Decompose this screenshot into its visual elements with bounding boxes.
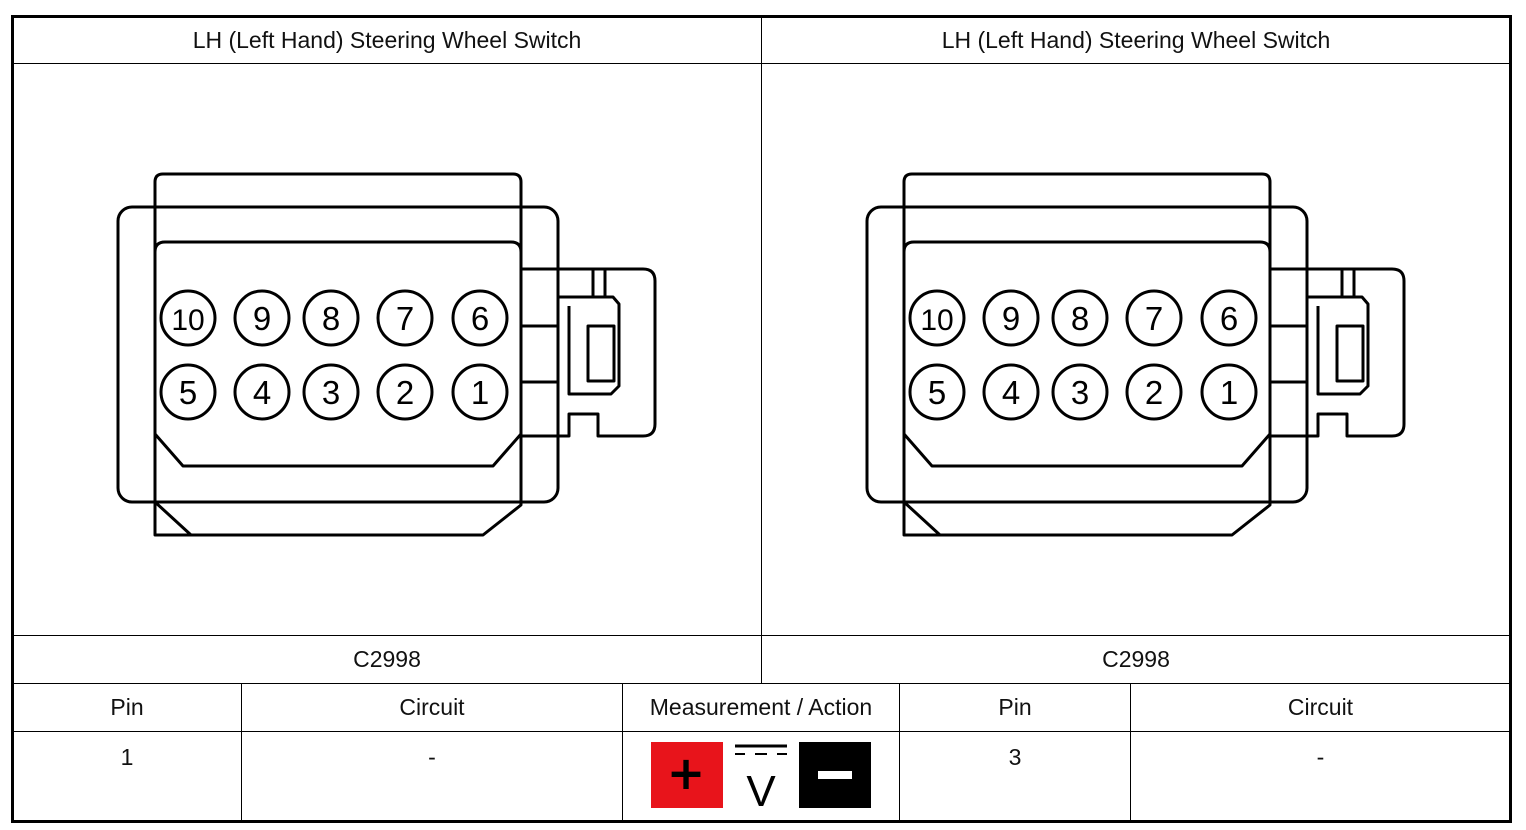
left-connector-id: C2998 [353,646,421,672]
left-connector-latch-tab [521,324,560,384]
right-connector-pin-9-label: 9 [1002,300,1020,337]
right-connector-pin-5-circle [908,363,966,421]
left-connector-pin-10-label: 10 [171,304,204,337]
left-connector-pin-5-circle [159,363,217,421]
right-connector-pin-10-circle [908,289,966,347]
right-connector-pin-2-circle [1125,363,1183,421]
right-connector-title: LH (Left Hand) Steering Wheel Switch [941,26,1331,53]
left-connector-pin-6-label: 6 [471,300,489,337]
col-divider-1 [241,684,242,821]
right-connector-pin-6-label: 6 [1220,300,1238,337]
col-divider-2 [622,684,623,821]
right-connector-pin-1-circle [1200,363,1258,421]
right-connector-pin-6-circle [1200,289,1258,347]
right-connector-pin-3-label: 3 [1071,374,1089,411]
col-divider-3 [899,684,900,821]
left-connector-pin-1-circle [451,363,509,421]
right-connector-pin-7-label: 7 [1145,300,1163,337]
left-connector-shroud [153,172,523,537]
left-connector-pin-6-circle [451,289,509,347]
positive-symbol: + [667,746,706,800]
right-connector-shroud-bevel [902,500,942,537]
left-connector-title: LH (Left Hand) Steering Wheel Switch [192,26,582,53]
cell-circuit-left: - [428,744,436,770]
header-row-divider [13,731,1510,732]
negative-symbol-bar [818,771,852,779]
right-connector-pin-5-label: 5 [928,374,946,411]
left-connector-latch-housing [521,267,657,438]
right-connector-latch-tab [1270,324,1309,384]
left-connector-pin-4-circle [233,363,291,421]
right-connector-pin-4-label: 4 [1002,374,1020,411]
header-measurement: Measurement / Action [649,694,873,720]
left-connector-diagram: 10 9 8 7 6 5 4 3 2 1 [116,172,657,537]
diagram-row-divider [13,635,1510,636]
left-connector-pin-7-label: 7 [396,300,414,337]
right-connector-latch-housing [1270,267,1406,438]
right-connector-latch-arm [1307,295,1370,396]
left-connector-shroud-bevel [153,500,193,537]
left-connector-inner-face [153,240,523,468]
left-connector-pin-8-label: 8 [322,300,340,337]
right-connector-pin-3-circle [1051,363,1109,421]
right-connector-pin-9-circle [982,289,1040,347]
left-connector-pin-8-circle [302,289,360,347]
right-connector-pin-1-label: 1 [1220,374,1238,411]
left-connector-pin-2-label: 2 [396,374,414,411]
right-connector-shroud [902,172,1272,537]
right-connector-outer-shell [865,205,1309,504]
connector-table-frame [11,15,1512,823]
left-connector-pin-9-circle [233,289,291,347]
right-connector-pin-2-label: 2 [1145,374,1163,411]
left-connector-latch-arm [558,295,621,396]
cell-pin-left: 1 [120,744,134,770]
header-circuit-left: Circuit [399,694,465,720]
voltage-symbol: V [746,767,776,810]
left-connector-pin-5-label: 5 [179,374,197,411]
left-connector-pin-3-circle [302,363,360,421]
left-connector-outer-shell [116,205,560,504]
left-connector-pin-4-label: 4 [253,374,271,411]
left-connector-pin-3-label: 3 [322,374,340,411]
title-row-divider [13,63,1510,64]
right-connector-pin-8-circle [1051,289,1109,347]
right-connector-inner-face [902,240,1272,468]
left-connector-pin-2-circle [376,363,434,421]
left-connector-latch-button [586,324,616,383]
cell-circuit-right: - [1316,744,1325,770]
right-connector-diagram: 10 9 8 7 6 5 4 3 2 1 [865,172,1406,537]
col-divider-4 [1130,684,1131,821]
connector-id-row-divider [13,683,1510,684]
left-connector-pin-10-circle [159,289,217,347]
header-pin-right: Pin [998,694,1032,720]
positive-probe-box [651,742,723,808]
header-circuit-right: Circuit [1287,694,1354,720]
right-connector-pin-8-label: 8 [1071,300,1089,337]
header-pin-left: Pin [110,694,144,720]
left-connector-pin-9-label: 9 [253,300,271,337]
right-connector-id: C2998 [1102,646,1170,672]
cell-pin-right: 3 [1008,744,1022,770]
right-connector-latch-button [1335,324,1365,383]
right-connector-pin-7-circle [1125,289,1183,347]
dc-voltmeter-icon: + V [651,742,871,810]
right-connector-pin-10-label: 10 [920,304,953,337]
left-connector-pin-1-label: 1 [471,374,489,411]
right-connector-pin-4-circle [982,363,1040,421]
center-divider [761,17,762,684]
left-connector-pin-7-circle [376,289,434,347]
